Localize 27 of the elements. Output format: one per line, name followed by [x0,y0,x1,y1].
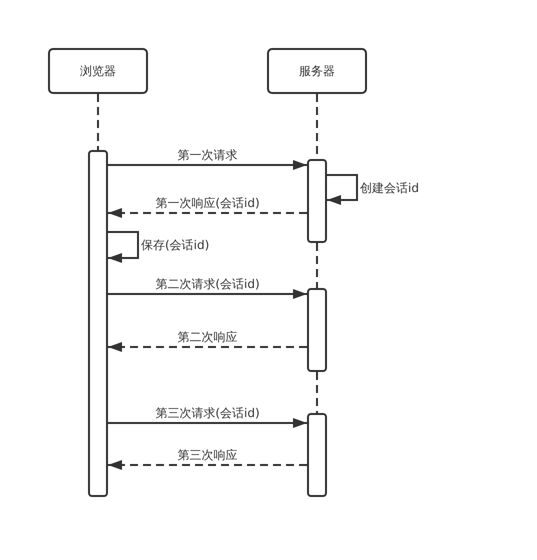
activation-bar [307,413,327,497]
participant-name: 浏览器 [80,62,116,80]
edge-label: 第一次请求 [178,148,238,162]
lifeline [97,94,99,150]
activation-bar [88,150,108,497]
activation-bar [307,159,327,243]
edge-label: 第三次响应 [178,448,238,462]
activation-bar [307,288,327,372]
edge-label: 创建会话id [360,180,419,194]
message-arrow [108,342,307,352]
edge-label: 第一次响应(会话id) [155,196,260,210]
edge-label: 第二次响应 [178,330,238,344]
participant-name: 服务器 [299,62,335,80]
message-arrow [108,460,307,470]
self-message-arrow [327,174,358,205]
message-arrow [108,208,307,218]
message-arrow [108,418,307,428]
edge-label: 保存(会话id) [141,238,210,252]
self-message-arrow [108,231,139,263]
lifeline [316,243,318,288]
edge-label: 第三次请求(会话id) [155,406,260,420]
message-arrow [108,289,307,299]
edge-label: 第二次请求(会话id) [155,277,260,291]
lifeline [316,372,318,413]
participant-box [48,48,148,94]
message-arrow [108,160,307,170]
participant-box [267,48,367,94]
